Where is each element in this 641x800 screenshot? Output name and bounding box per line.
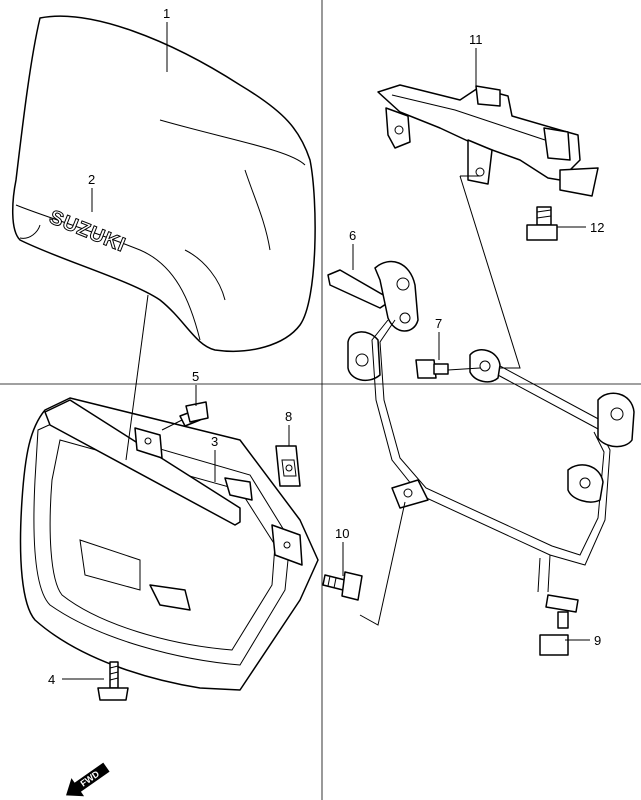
- callout-6: 6: [349, 228, 356, 243]
- part-9-fasteners: [539, 594, 579, 656]
- part-6-side-bracket: [327, 260, 419, 382]
- part-3-headlight-housing: [19, 397, 319, 691]
- callout-9: 9: [594, 633, 601, 648]
- callout-3: 3: [211, 434, 218, 449]
- connection-lines: [125, 175, 521, 626]
- part-7-bolt: [415, 359, 449, 379]
- callout-10: 10: [335, 526, 349, 541]
- mounting-frame: [371, 319, 635, 593]
- part-1-headlight-cowl: SUZUKI: [11, 15, 316, 352]
- callout-leaders: [62, 22, 590, 680]
- callout-7: 7: [435, 316, 442, 331]
- part-4-screw: [97, 661, 129, 701]
- callout-12: 12: [590, 220, 604, 235]
- part-8-speed-nut: [275, 445, 301, 487]
- part-11-upper-bracket: [377, 84, 599, 197]
- callout-4: 4: [48, 672, 55, 687]
- callout-5: 5: [192, 369, 199, 384]
- callout-8: 8: [285, 409, 292, 424]
- part-12-bolt: [526, 206, 558, 241]
- callout-11: 11: [469, 32, 483, 47]
- part-10-screw: [322, 571, 363, 601]
- callout-2: 2: [88, 172, 95, 187]
- callout-1: 1: [163, 6, 170, 21]
- fwd-arrow-icon: FWD: [66, 762, 110, 797]
- part-5-screw: [179, 401, 209, 427]
